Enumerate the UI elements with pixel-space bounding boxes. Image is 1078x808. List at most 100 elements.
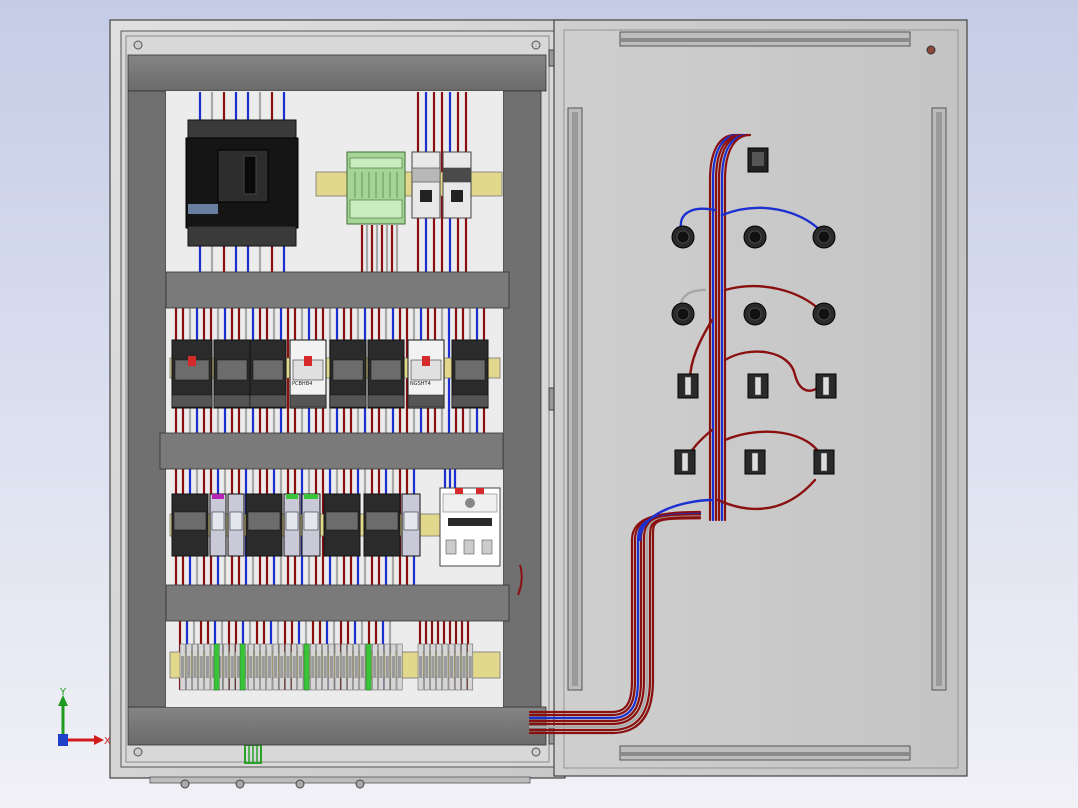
terminal-screw [280,656,284,678]
terminal-strip [407,394,445,408]
wire-ducts[interactable] [159,271,510,622]
terminal-screw [456,656,460,678]
harness-wire [723,284,824,314]
selector-knob [820,452,828,472]
selector-knob [822,376,830,396]
contactor-label-b: NGSHT4 [410,381,431,387]
terminal-strip [451,394,489,408]
relay-face [173,511,207,531]
pilot-lens [748,307,762,321]
harness-wire [723,133,752,522]
contactor-labels: PCBHB4 NGSHT4 [292,381,431,387]
axis-triad: Y X [58,687,111,747]
terminal-screw [249,656,253,678]
harness-wire [723,350,827,392]
terminal-screw [199,656,203,678]
terminal-screw [385,656,389,678]
door-switch[interactable] [747,147,769,173]
indicator [188,356,196,366]
axis-y-label: Y [59,687,67,698]
pilot-lens [748,230,762,244]
terminal-screw [348,656,352,678]
terminal-screw [274,656,278,678]
terminal-screw [329,656,333,678]
selector-knob [751,452,759,472]
terminal-screw [255,656,259,678]
terminal-strip [171,394,213,408]
terminal-screw [360,656,364,678]
relay-face [229,511,243,531]
terminal-screw [292,656,296,678]
relay-face [285,511,299,531]
pilot-lens [676,230,690,244]
terminal-screw [224,656,228,678]
relay-face [325,511,359,531]
terminal-strip [289,394,327,408]
terminal-screw [236,656,240,678]
ground-terminal [303,643,310,691]
terminal-screw [443,656,447,678]
terminal-screw [398,656,402,678]
terminal-screw [419,656,423,678]
terminal-screw [462,656,466,678]
terminal-screw [205,656,209,678]
terminal-screw [323,656,327,678]
terminal-strip [367,394,405,408]
harness-wire [528,517,702,735]
terminal-screw [181,656,185,678]
indicator [304,356,312,366]
contactor-face [252,359,284,381]
terminal-screw [218,656,222,678]
terminal-screw [468,656,472,678]
indicator [422,356,430,366]
relay-face [365,511,399,531]
harness-wire [716,478,817,511]
relay-tag [212,494,224,499]
terminal-strip [329,394,367,408]
terminal-screw [261,656,265,678]
harness-wire [638,498,714,542]
main-circuit-breaker[interactable] [185,119,299,247]
selector-knob [754,376,762,396]
terminal-screw [187,656,191,678]
terminal-screw [354,656,358,678]
contactor-face [370,359,402,381]
relay-face [303,511,319,531]
relay-tag [304,494,318,499]
terminal-block-row[interactable] [179,643,474,691]
door-wire-harness [528,133,827,735]
terminal-screw [230,656,234,678]
terminal-screw [391,656,395,678]
terminal-screw [431,656,435,678]
terminal-screw [342,656,346,678]
contactor-label-a: PCBHB4 [292,381,312,387]
ground-terminal [213,643,220,691]
relay-face [247,511,281,531]
relay-row[interactable] [171,493,421,557]
contactor-row[interactable] [171,339,489,409]
terminal-screw [379,656,383,678]
miniature-breakers[interactable] [411,151,472,219]
terminal-screw [425,656,429,678]
relay-module[interactable] [346,151,406,225]
terminal-strip [249,394,287,408]
contactor-face [332,359,364,381]
terminal-screw [317,656,321,678]
door-indicator-grid[interactable] [671,225,837,475]
relay-face [403,511,419,531]
terminal-screw [267,656,271,678]
relay-face [211,511,225,531]
selector-knob [681,452,689,472]
pilot-lens [676,307,690,321]
relay-tag [286,494,298,499]
thermal-overload-relay[interactable] [439,487,501,567]
pilot-lens [817,307,831,321]
harness-wire [720,206,824,234]
terminal-screw [212,656,216,678]
ground-terminal [365,643,372,691]
loose-wire [517,564,523,596]
axis-x-label: X [104,736,111,747]
terminal-screw [437,656,441,678]
